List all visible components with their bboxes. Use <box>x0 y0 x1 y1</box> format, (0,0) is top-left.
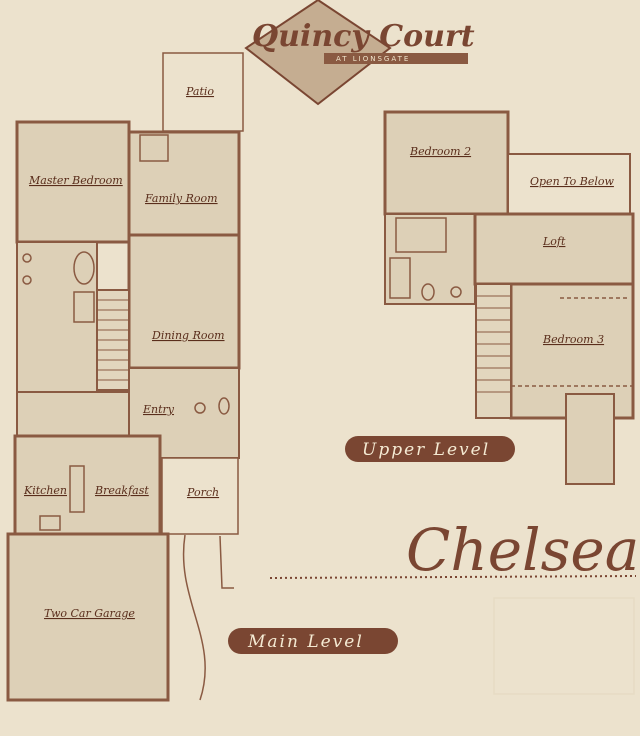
main-stair-treads <box>97 299 129 381</box>
upper-level-text: Upper Level <box>362 440 490 460</box>
label-loft: Loft <box>542 235 566 248</box>
faint-box <box>493 597 635 695</box>
shower <box>73 291 95 323</box>
kitchen-breakfast-area <box>13 434 162 536</box>
upper-stair-treads <box>476 295 511 393</box>
upper-tub <box>389 257 411 299</box>
model-name-dotted-rule <box>269 575 637 579</box>
garage-area <box>6 532 170 702</box>
label-entry: Entry <box>142 403 175 416</box>
laundry-area <box>16 391 130 437</box>
driveway-edge <box>219 535 234 589</box>
dining-room-area <box>127 233 241 370</box>
logo: Quincy Court AT LIONSGATE <box>244 0 475 106</box>
powder-sink <box>218 397 230 415</box>
bedroom2-closet <box>395 217 447 253</box>
upper-fixtures <box>389 217 633 387</box>
upper-stairs <box>475 283 512 419</box>
label-breakfast: Breakfast <box>94 484 149 497</box>
main-level-text: Main Level <box>247 632 364 652</box>
main-level-badge: Main Level <box>228 628 398 654</box>
label-master-bedroom: Master Bedroom <box>28 174 123 187</box>
main-level-plan <box>6 52 244 702</box>
porch-walkway <box>182 534 206 701</box>
label-bedroom3: Bedroom 3 <box>542 333 604 346</box>
logo-diamond <box>244 0 392 106</box>
label-open-to-below: Open To Below <box>530 175 614 188</box>
bedroom2-area <box>383 110 510 216</box>
upper-sink <box>450 286 462 298</box>
range <box>39 515 61 531</box>
label-kitchen: Kitchen <box>23 484 67 497</box>
fireplace <box>139 134 169 162</box>
main-fixtures <box>22 134 234 701</box>
sink-2 <box>22 275 32 285</box>
bath-tub <box>73 251 95 285</box>
label-porch: Porch <box>186 486 219 499</box>
label-family-room: Family Room <box>144 192 218 205</box>
upper-level-badge: Upper Level <box>345 436 515 462</box>
room-labels: Patio Master Bedroom Family Room Dining … <box>23 85 614 620</box>
master-bath-area <box>16 241 98 393</box>
patio-area <box>162 52 244 132</box>
upper-toilet <box>421 283 435 301</box>
label-dining-room: Dining Room <box>151 329 225 342</box>
kitchen-island <box>69 465 85 513</box>
porch-area <box>161 457 239 535</box>
logo-subtitle-band <box>324 53 468 64</box>
label-garage: Two Car Garage <box>44 607 135 620</box>
toilet-entry <box>194 402 206 414</box>
bedroom3-closet <box>565 393 615 485</box>
logo-title: Quincy Court <box>252 19 475 54</box>
label-patio: Patio <box>185 85 214 98</box>
sink-1 <box>22 253 32 263</box>
upper-level-plan <box>383 110 635 485</box>
model-name: Chelsea II <box>406 516 640 584</box>
family-room-area <box>127 130 241 237</box>
logo-subtitle: AT LIONSGATE <box>336 55 410 63</box>
loft-area <box>473 212 635 286</box>
label-bedroom2: Bedroom 2 <box>409 145 471 158</box>
